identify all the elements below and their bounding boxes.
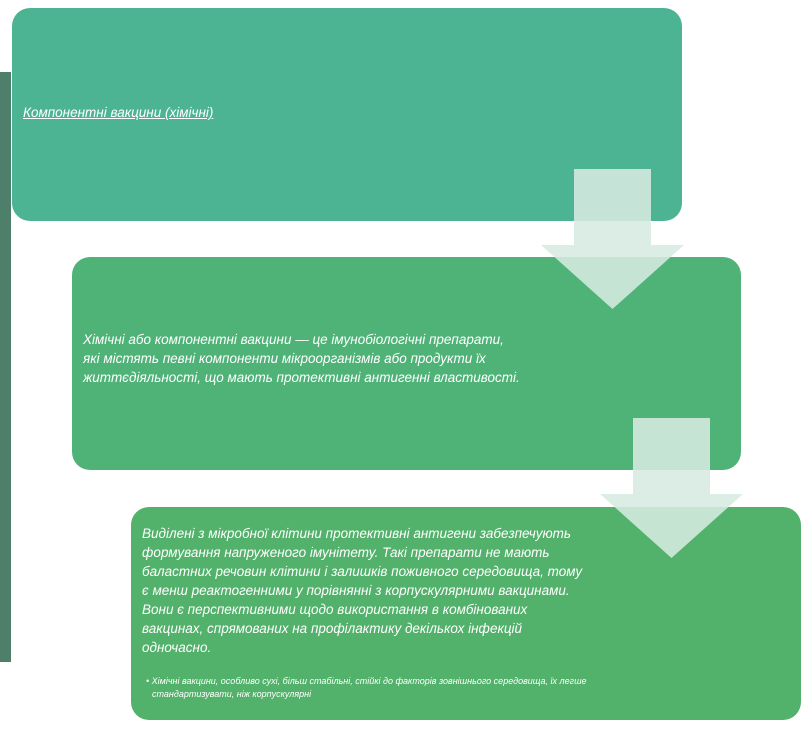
step-box-1: Компонентні вакцини (хімічні) xyxy=(12,8,682,221)
step-1-title: Компонентні вакцини (хімічні) xyxy=(23,105,214,120)
step-3-text: Виділені з мікробної клітини протективні… xyxy=(142,526,583,655)
step-box-3: Виділені з мікробної клітини протективні… xyxy=(131,507,801,720)
step-3-bullet-text: Хімічні вакцини, особливо сухі, більш ст… xyxy=(151,676,587,699)
step-2-text: Хімічні або компонентні вакцини — це іму… xyxy=(83,332,520,385)
step-box-2: Хімічні або компонентні вакцини — це іму… xyxy=(72,257,741,470)
down-arrow-icon-2 xyxy=(600,418,743,558)
side-accent-bar xyxy=(0,72,11,662)
step-3-bullet: • Хімічні вакцини, особливо сухі, більш … xyxy=(146,676,587,699)
down-arrow-icon-1 xyxy=(541,169,684,309)
